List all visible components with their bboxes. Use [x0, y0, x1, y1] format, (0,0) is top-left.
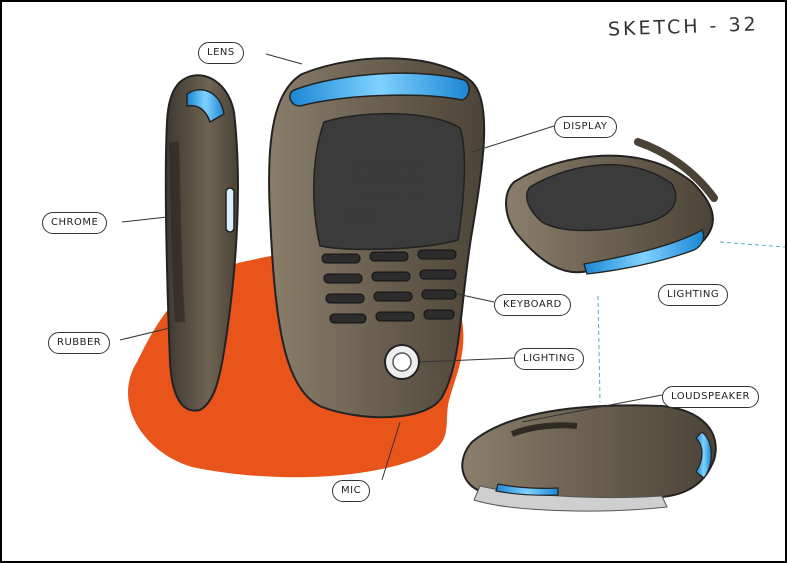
callout-display: DISPLAY — [554, 116, 617, 138]
callout-rubber: RUBBER — [48, 332, 111, 354]
callout-mic: MIC — [332, 480, 371, 502]
front-view-device: CNCC 0000 00 RTOMS — [268, 57, 486, 419]
side-view-device — [164, 74, 239, 412]
leader-lines — [119, 53, 785, 481]
keyboard-keys — [321, 249, 457, 324]
docked-device-bottom — [461, 404, 717, 512]
callout-keyboard: KEYBOARD — [494, 294, 571, 316]
display-brand-text: CNCC — [352, 159, 427, 189]
callout-lens: LENS — [198, 42, 244, 64]
display-small-print: RTOMS — [348, 213, 371, 220]
callout-lighting-front: LIGHTING — [514, 348, 585, 370]
docked-device-top — [505, 138, 718, 275]
callout-loudspeaker: LOUDSPEAKER — [662, 386, 759, 408]
callout-lighting-side: LIGHTING — [658, 284, 729, 306]
display-digits-text: 0000 00 — [360, 190, 427, 203]
callout-chrome: CHROME — [42, 212, 108, 234]
